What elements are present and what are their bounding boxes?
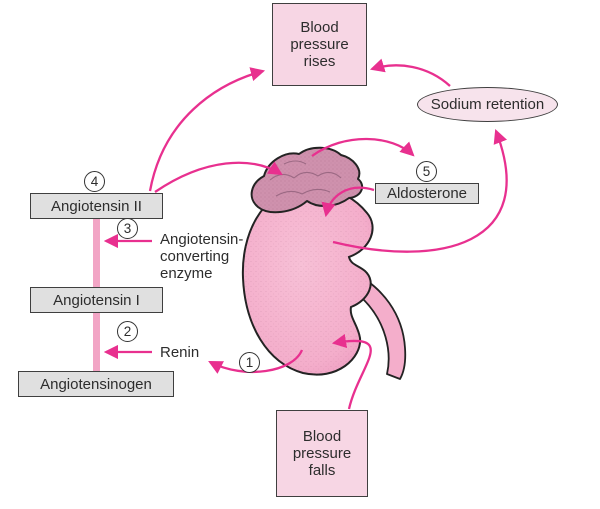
arrow-sodium-retention-to-bp-rises: [369, 58, 451, 87]
node-angiotensinogen: Angiotensinogen: [18, 371, 174, 397]
step-circle-5: 5: [416, 161, 437, 182]
arrow-aldosterone-to-kidney: [321, 186, 375, 218]
step-circle-1: 1: [239, 352, 260, 373]
label-renin: Renin: [160, 344, 200, 361]
arrow-adrenal-to-step5: [311, 137, 415, 157]
arrow-angiotensin2-to-bp-rises: [148, 67, 266, 192]
node-blood-pressure-falls: Blood pressure falls: [276, 410, 368, 497]
arrow-kidney-to-sodium-retention: [332, 129, 508, 253]
arrow-bp-falls-to-kidney: [331, 333, 372, 410]
label-angiotensin-converting-enzyme: Angiotensin-converting enzyme: [160, 231, 244, 282]
arrow-kidney-to-renin: [208, 349, 304, 374]
step-circle-4: 4: [84, 171, 105, 192]
step-circle-3: 3: [117, 218, 138, 239]
node-aldosterone: Aldosterone: [375, 183, 479, 204]
node-blood-pressure-rises: Blood pressure rises: [272, 3, 367, 86]
kidney-icon: [241, 185, 374, 376]
arrow-angiotensin2-to-adrenal: [154, 161, 283, 193]
flow-arrows: [103, 58, 508, 410]
node-angiotensin-i: Angiotensin I: [30, 287, 163, 313]
node-sodium-retention: Sodium retention: [417, 87, 558, 122]
node-angiotensin-ii: Angiotensin II: [30, 193, 163, 219]
step-circle-2: 2: [117, 321, 138, 342]
